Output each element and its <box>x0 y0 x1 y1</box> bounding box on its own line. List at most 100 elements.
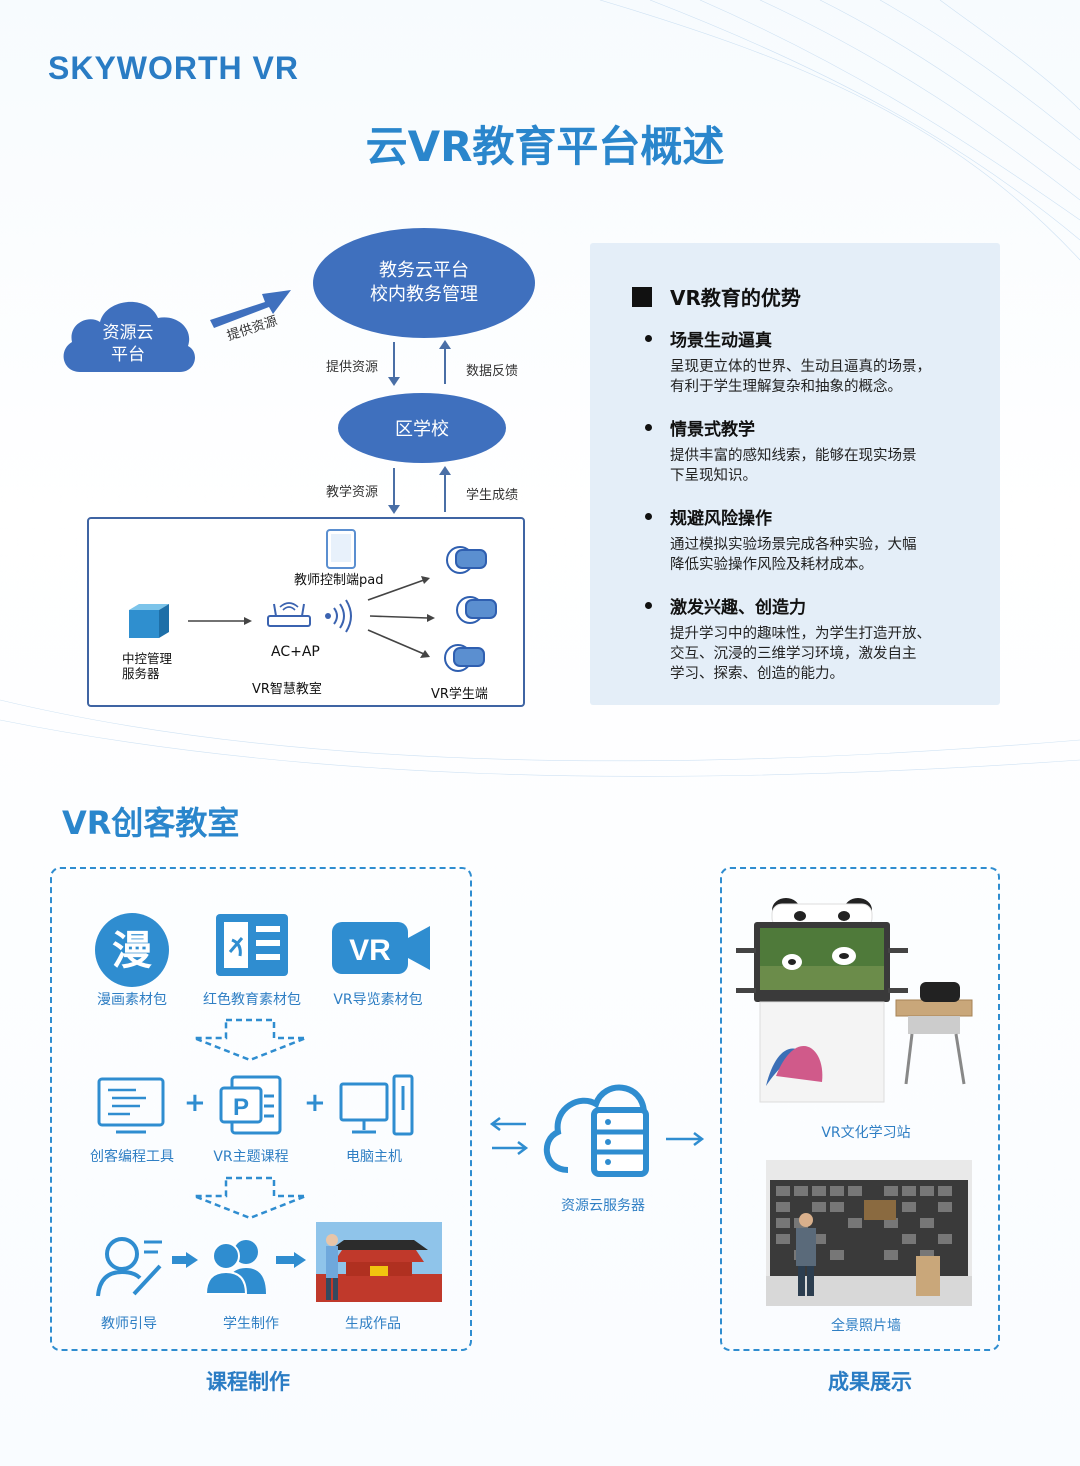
server-box-icon <box>129 604 169 638</box>
advantage-heading: 规避风险操作 <box>670 509 772 529</box>
plus-icon: + <box>184 1088 206 1118</box>
router-ap-icon <box>267 599 352 633</box>
square-bullet-icon <box>632 286 652 307</box>
vr-culture-station-image <box>736 898 973 1103</box>
student-create-label: 学生制作 <box>223 1316 279 1332</box>
advantage-item: 激发兴趣、创造力 提升学习中的趣味性，为学生打造开放、 交互、沉浸的三维学习环境… <box>645 593 975 684</box>
right-arrow-icon <box>276 1252 306 1268</box>
cloud-label-line1: 资源云 <box>102 323 154 343</box>
brand-logo: SKYWORTH VR <box>48 50 299 86</box>
comic-material-label: 漫画素材包 <box>97 992 167 1008</box>
dashed-down-arrow-icon <box>193 1176 307 1220</box>
academic-cloud-line2: 校内教务管理 <box>370 284 478 305</box>
advantage-item: 场景生动逼真 呈现更立体的世界、生动且逼真的场景， 有利于学生理解复杂和抽象的概… <box>645 326 975 397</box>
maker-section-title: VR创客教室 <box>62 804 240 842</box>
server-label: 中控管理 服务器 <box>122 651 172 681</box>
results-display-box <box>720 867 1000 1351</box>
arrow-up-2 <box>439 466 451 512</box>
programming-tool-label: 创客编程工具 <box>90 1149 174 1165</box>
teacher-guide-icon <box>96 1237 162 1297</box>
bullet-dot-icon <box>645 513 652 520</box>
classroom-label: VR智慧教室 <box>252 682 322 697</box>
advantage-desc: 提供丰富的感知线索，能够在现实场景 <box>670 448 917 464</box>
district-school-node: 区学校 <box>338 393 506 463</box>
generated-work-image <box>316 1222 442 1302</box>
red-education-book-icon <box>216 914 288 976</box>
svg-text:P: P <box>233 1094 249 1121</box>
course-production-box <box>50 867 472 1351</box>
advantage-desc: 学习、探索、创造的能力。 <box>670 666 844 682</box>
tablet-pad-icon <box>326 529 356 569</box>
arrow-down-2 <box>388 468 400 514</box>
student-terminal-label: VR学生端 <box>431 687 488 702</box>
advantages-title: VR教育的优势 <box>632 282 801 311</box>
data-feedback-label: 数据反馈 <box>466 364 519 379</box>
academic-cloud-node: 教务云平台 校内教务管理 <box>313 228 535 338</box>
programming-tool-icon <box>97 1077 165 1134</box>
classroom-arrows <box>188 576 435 658</box>
vr-glyph: VR <box>349 934 391 967</box>
vr-camera-icon: VR <box>332 922 430 974</box>
vr-culture-station-label: VR文化学习站 <box>821 1125 911 1141</box>
bullet-dot-icon <box>645 335 652 342</box>
advantage-item: 规避风险操作 通过模拟实验场景完成各种实验，大幅 降低实验操作风险及耗材成本。 <box>645 504 975 575</box>
advantage-desc: 下呈现知识。 <box>670 468 757 484</box>
server-label-line2: 服务器 <box>122 666 160 681</box>
student-create-icon <box>204 1240 266 1295</box>
academic-cloud-line1: 教务云平台 <box>379 260 469 281</box>
page-title: 云VR教育平台概述 <box>365 122 725 171</box>
results-display-caption: 成果展示 <box>828 1370 912 1394</box>
vr-course-icon: P <box>219 1075 282 1135</box>
advantage-desc: 有利于学生理解复杂和抽象的概念。 <box>670 379 902 395</box>
advantage-desc: 提升学习中的趣味性，为学生打造开放、 <box>670 626 931 642</box>
resource-cloud-icon <box>63 301 195 372</box>
arrow-down-1 <box>388 342 400 386</box>
teacher-guide-label: 教师引导 <box>101 1316 157 1332</box>
server-label-line1: 中控管理 <box>122 651 173 666</box>
computer-host-label: 电脑主机 <box>346 1149 402 1165</box>
advantage-desc: 通过模拟实验场景完成各种实验，大幅 <box>670 537 917 553</box>
cloud-label-line2: 平台 <box>111 345 145 365</box>
vr-headset-icon <box>456 596 497 624</box>
vr-guide-label: VR导览素材包 <box>333 992 423 1008</box>
student-score-label: 学生成绩 <box>466 488 519 503</box>
right-arrow-icon <box>172 1252 198 1268</box>
right-line-arrow-icon <box>666 1132 705 1146</box>
district-school-label: 区学校 <box>395 419 449 440</box>
vr-headset-icon <box>446 546 487 574</box>
dashed-down-arrow-icon <box>193 1018 307 1062</box>
comic-glyph: 漫 <box>112 928 152 974</box>
plus-icon: + <box>304 1088 326 1118</box>
advantage-desc: 呈现更立体的世界、生动且逼真的场景， <box>670 359 931 375</box>
vr-course-label: VR主题课程 <box>213 1149 289 1165</box>
comic-material-icon: 漫 <box>95 913 169 987</box>
red-education-label: 红色教育素材包 <box>203 992 301 1008</box>
advantage-desc: 降低实验操作风险及耗材成本。 <box>670 557 873 573</box>
computer-host-icon <box>339 1074 414 1136</box>
resource-cloud-server-label: 资源云服务器 <box>561 1198 645 1214</box>
cloud-label: 资源云 平台 <box>88 322 168 366</box>
advantage-item: 情景式教学 提供丰富的感知线索，能够在现实场景 下呈现知识。 <box>645 415 975 486</box>
vr-headset-icon <box>444 644 485 672</box>
advantage-heading: 激发兴趣、创造力 <box>670 598 806 618</box>
teacher-pad-label: 教师控制端pad <box>294 573 384 588</box>
advantages-panel <box>590 243 1000 705</box>
advantage-heading: 情景式教学 <box>670 420 755 440</box>
ap-label: AC+AP <box>271 644 320 660</box>
provide-arrow-icon <box>210 290 291 328</box>
cloud-server-icon <box>543 1084 649 1177</box>
bullet-dot-icon <box>645 602 652 609</box>
bidirectional-arrow-icon <box>489 1117 529 1155</box>
advantage-desc: 交互、沉浸的三维学习环境，激发自主 <box>670 646 917 662</box>
arrow-up-1 <box>439 340 451 384</box>
advantages-title-text: VR教育的优势 <box>670 286 801 310</box>
generated-work-label: 生成作品 <box>345 1316 401 1332</box>
provide-resource-label: 提供资源 <box>326 360 379 375</box>
course-production-caption: 课程制作 <box>206 1370 290 1394</box>
teaching-resource-label: 教学资源 <box>326 485 379 500</box>
bullet-dot-icon <box>645 424 652 431</box>
advantage-heading: 场景生动逼真 <box>670 331 772 351</box>
panorama-photo-wall-label: 全景照片墙 <box>831 1318 901 1334</box>
panorama-photo-wall-image <box>766 1160 972 1306</box>
